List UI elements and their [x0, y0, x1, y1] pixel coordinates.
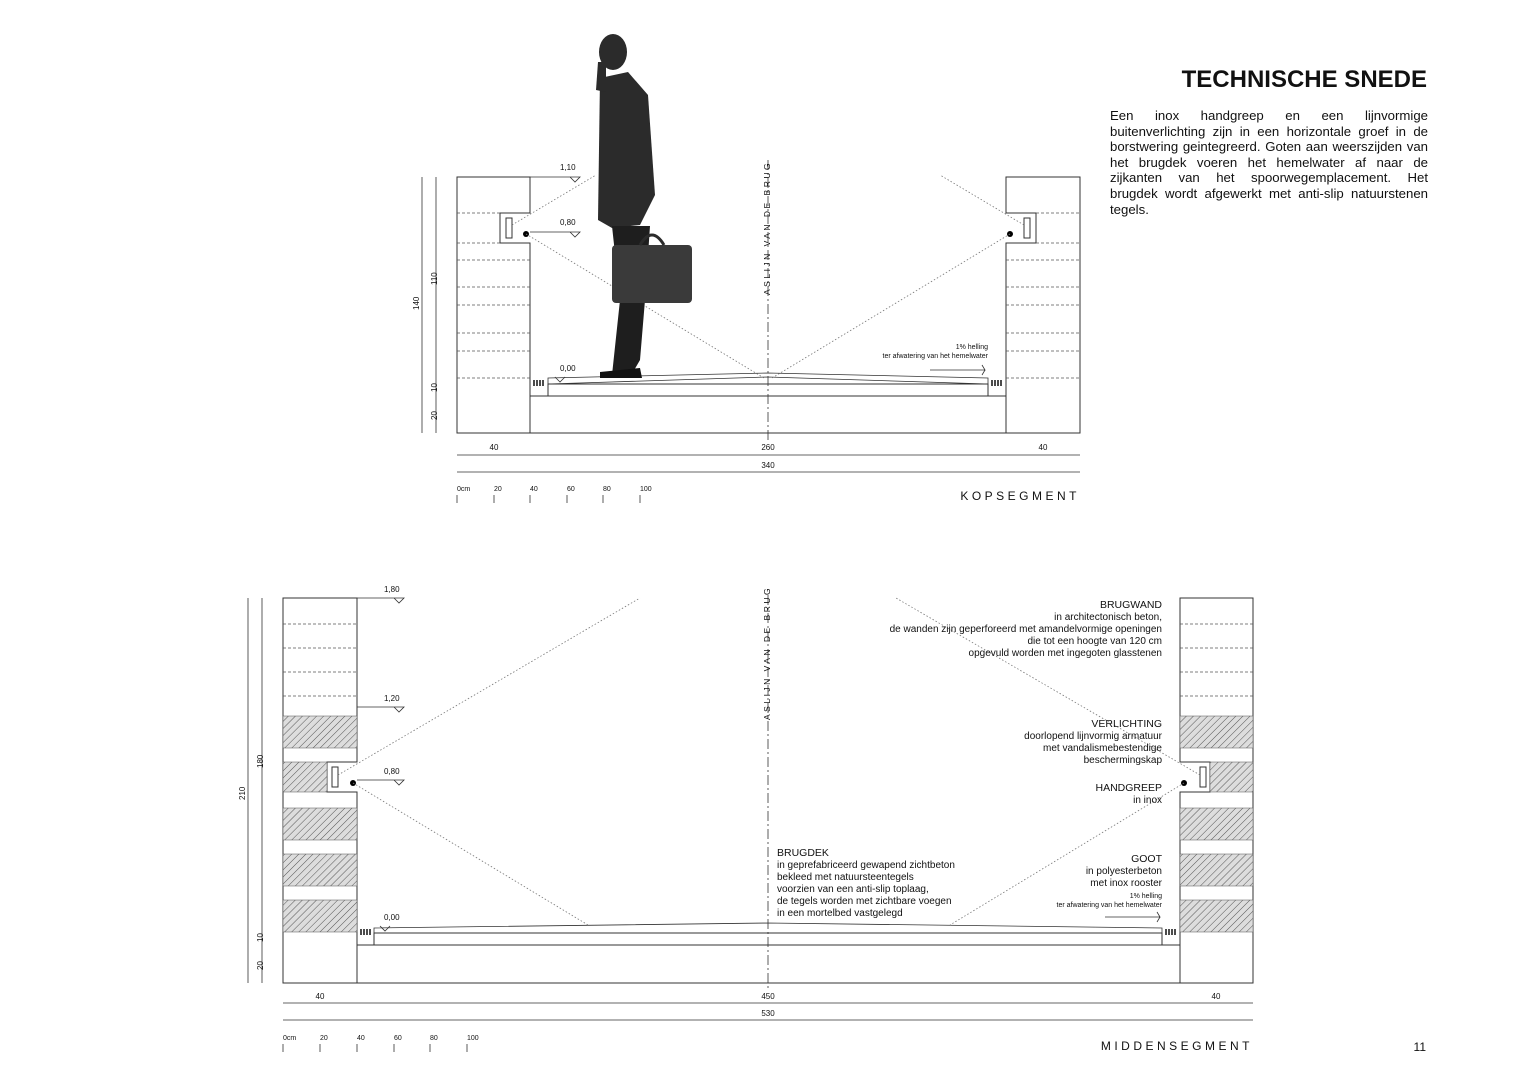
annotation-brugwand: BRUGWAND in architectonisch beton, de wa…: [890, 599, 1163, 659]
dimension-label: 210: [238, 786, 247, 800]
page-number: 11: [1414, 1040, 1427, 1054]
dimension-label: 40: [1212, 992, 1221, 1001]
svg-text:40: 40: [357, 1035, 365, 1042]
kopsegment-section: ASLIJN VAN DE BRUG 1,10 0,80 0,00 1% hel…: [412, 34, 1081, 503]
slope-label: 1% helling: [956, 344, 988, 351]
segment-title: KOPSEGMENT: [960, 489, 1080, 503]
wall-layer-lines: [457, 212, 1080, 379]
dimension-label: 260: [761, 443, 775, 452]
level-label: 0,80: [384, 767, 400, 776]
svg-text:in een mortelbed vastgelegd: in een mortelbed vastgelegd: [777, 908, 903, 919]
svg-text:HANDGREEP: HANDGREEP: [1095, 782, 1162, 794]
light-fixture-icon: [1199, 766, 1207, 788]
dimension-label: 180: [256, 754, 265, 768]
dimension-label: 40: [1039, 443, 1048, 452]
dimension-label: 110: [430, 272, 439, 285]
svg-text:bekleed met natuursteentegels: bekleed met natuursteentegels: [777, 872, 914, 883]
dimension-label: 10: [256, 933, 265, 942]
svg-text:de wanden zijn geperforeerd me: de wanden zijn geperforeerd met amandelv…: [890, 624, 1162, 635]
svg-text:beschermingskap: beschermingskap: [1084, 755, 1163, 766]
page-title: TECHNISCHE SNEDE: [1181, 66, 1427, 93]
svg-text:in architectonisch beton,: in architectonisch beton,: [1054, 612, 1162, 623]
svg-text:BRUGWAND: BRUGWAND: [1100, 599, 1162, 611]
svg-text:100: 100: [467, 1035, 479, 1042]
base-slab: [356, 944, 1181, 984]
svg-text:die tot een hoogte van 120 cm: die tot een hoogte van 120 cm: [1027, 636, 1162, 647]
middensegment-section: ASLIJN VAN DE BRUG 1,80 1,20 0,80 0,00 2…: [238, 585, 1254, 1053]
dimension-label: 340: [761, 461, 775, 470]
dimension-label: 40: [316, 992, 325, 1001]
svg-text:60: 60: [567, 486, 575, 493]
svg-text:in polyesterbeton: in polyesterbeton: [1086, 866, 1162, 877]
svg-text:40: 40: [530, 486, 538, 493]
svg-text:VERLICHTING: VERLICHTING: [1091, 718, 1162, 730]
light-fixture-icon: [1023, 217, 1031, 239]
scale-bar: 0cm 20 40 60 80 100: [282, 1035, 479, 1052]
axis-label: ASLIJN VAN DE BRUG: [762, 161, 772, 295]
dimension-label: 140: [412, 296, 421, 310]
svg-text:opgevuld worden met ingegoten: opgevuld worden met ingegoten glasstenen: [969, 648, 1162, 659]
svg-text:60: 60: [394, 1035, 402, 1042]
light-fixture-icon: [331, 766, 339, 788]
segment-title: MIDDENSEGMENT: [1101, 1039, 1253, 1053]
svg-text:100: 100: [640, 486, 652, 493]
level-label: 0,80: [560, 218, 576, 227]
svg-text:1% helling: 1% helling: [1130, 893, 1162, 900]
svg-text:BRUGDEK: BRUGDEK: [777, 847, 829, 859]
svg-text:GOOT: GOOT: [1131, 853, 1163, 865]
svg-text:80: 80: [430, 1035, 438, 1042]
slope-label: ter afwatering van het hemelwater: [883, 353, 989, 360]
gutter-grate-icon: [533, 380, 1002, 386]
svg-text:doorlopend lijnvormig armatuur: doorlopend lijnvormig armatuur: [1024, 731, 1163, 742]
svg-text:0cm: 0cm: [457, 486, 470, 493]
light-beam: [337, 597, 1201, 926]
svg-text:met inox rooster: met inox rooster: [1090, 878, 1162, 889]
level-label: 1,20: [384, 694, 400, 703]
svg-text:80: 80: [603, 486, 611, 493]
dimension-label: 530: [761, 1009, 775, 1018]
svg-text:in inox: in inox: [1133, 795, 1162, 806]
dimension-label: 40: [490, 443, 499, 452]
svg-text:voorzien van een anti-slip top: voorzien van een anti-slip toplaag,: [777, 884, 929, 895]
svg-text:20: 20: [494, 486, 502, 493]
dimension-label: 20: [430, 411, 439, 420]
level-label: 1,80: [384, 585, 400, 594]
svg-text:ter afwatering van het hemelwa: ter afwatering van het hemelwater: [1057, 902, 1163, 909]
level-label: 0,00: [384, 913, 400, 922]
dimension-label: 20: [256, 961, 265, 970]
dimension-label: 450: [761, 992, 775, 1001]
level-label: 1,10: [560, 163, 576, 172]
annotation-verlichting: VERLICHTING doorlopend lijnvormig armatu…: [1024, 718, 1163, 766]
scale-bar: 0cm 20 40 60 80 100: [456, 486, 652, 503]
axis-label: ASLIJN VAN DE BRUG: [762, 586, 772, 720]
light-fixture-icon: [505, 217, 513, 239]
annotation-brugdek: BRUGDEK in geprefabriceerd gewapend zich…: [777, 847, 955, 919]
slope-arrow-icon: [930, 364, 986, 376]
svg-text:0cm: 0cm: [283, 1035, 296, 1042]
slope-arrow-icon: [1105, 911, 1161, 923]
level-label: 0,00: [560, 364, 576, 373]
svg-text:in geprefabriceerd gewapend zi: in geprefabriceerd gewapend zichtbeton: [777, 860, 955, 871]
description: Een inox handgreep en een lijnvormige bu…: [1110, 108, 1428, 217]
annotation-handgreep: HANDGREEP in inox: [1095, 782, 1162, 806]
dimension-label: 10: [430, 383, 439, 392]
person-figure: [596, 34, 692, 378]
annotation-goot: GOOT in polyesterbeton met inox rooster …: [1057, 853, 1163, 923]
svg-text:20: 20: [320, 1035, 328, 1042]
glass-brick-bands: [282, 623, 1254, 933]
svg-text:met vandalismebestendige: met vandalismebestendige: [1043, 743, 1162, 754]
gutter-grate-icon: [360, 929, 1176, 935]
svg-text:de tegels worden met zichtbare: de tegels worden met zichtbare voegen: [777, 896, 952, 907]
